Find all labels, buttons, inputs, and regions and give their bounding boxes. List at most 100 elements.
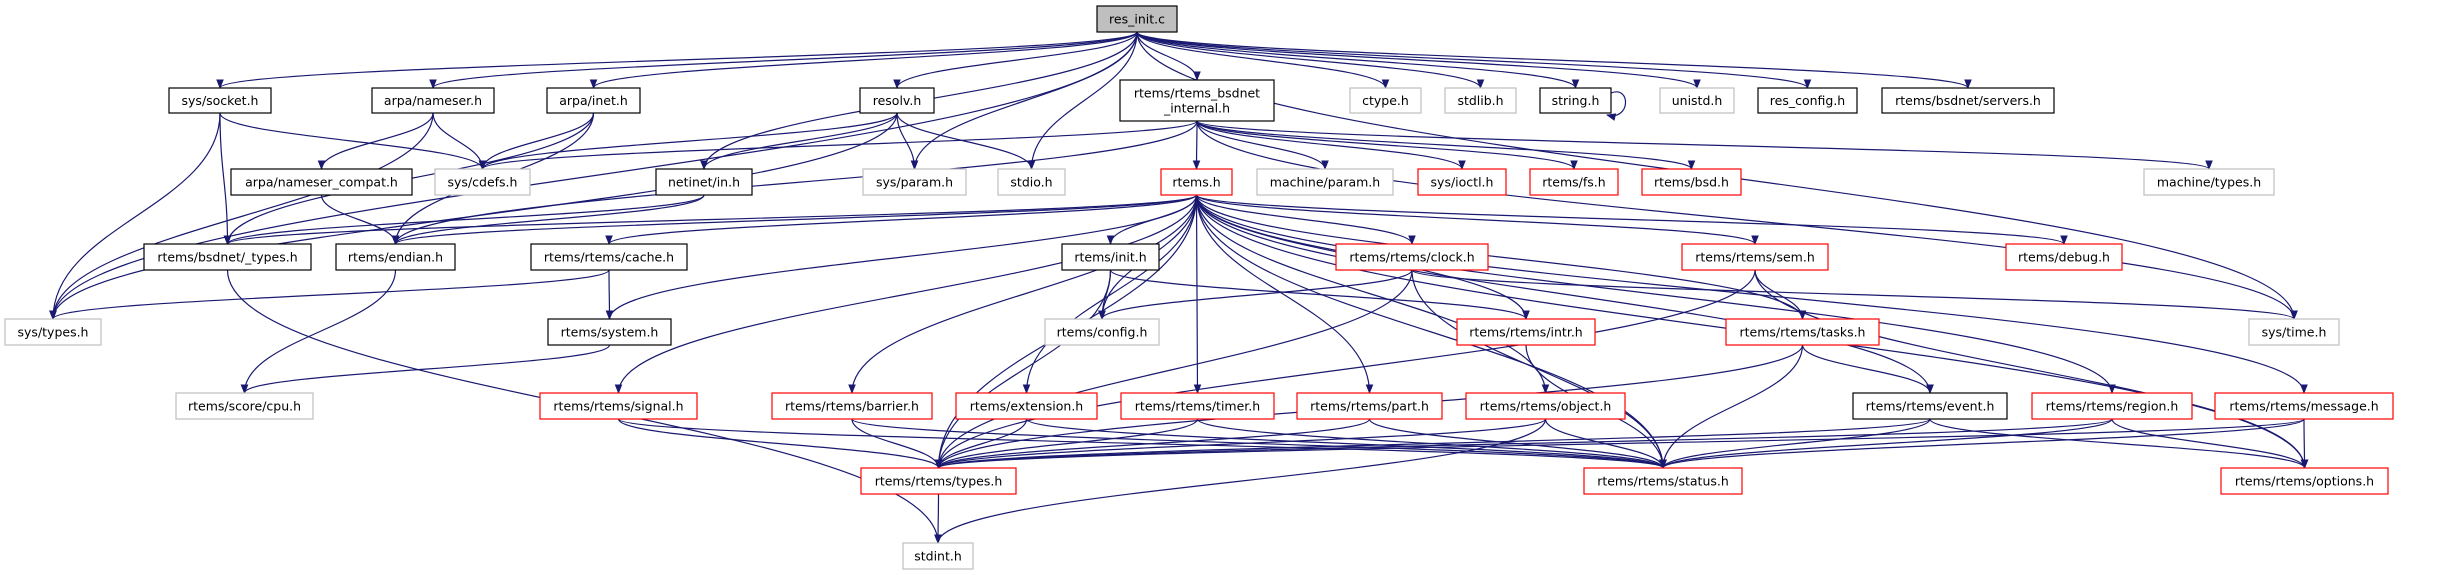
node-label: sys/time.h — [2262, 325, 2327, 340]
node-rtems-rtems-object-h[interactable]: rtems/rtems/object.h — [1465, 392, 1626, 420]
edge-res-init-c-to-arpa-inet-h — [589, 31, 1138, 89]
node-res-config-h[interactable]: res_config.h — [1757, 87, 1858, 114]
node-box — [1725, 318, 1880, 346]
node-sys-cdefs-h: sys/cdefs.h — [434, 168, 531, 196]
node-rtems-init-h[interactable]: rtems/init.h — [1061, 243, 1160, 271]
node-label: rtems/rtems/tasks.h — [1740, 325, 1866, 340]
edge-arpa-inet-h-to-sys-cdefs-h — [478, 112, 595, 170]
node-box — [434, 168, 531, 196]
edge-res-init-c-to-ctype-h — [1136, 31, 1390, 89]
edge-res-init-c-to-string-h — [1136, 31, 1580, 89]
node-rtems-bsdnet-types-h[interactable]: rtems/bsdnet/_types.h — [143, 243, 312, 271]
edge-rtems-h-to-rtems-debug-h — [1195, 194, 2068, 245]
edge-rtems-h-to-rtems-extension-h — [1022, 194, 1198, 394]
edge-rtems-rtems-message-h-to-rtems-rtems-options-h — [2300, 418, 2309, 469]
edge-rtems-rtems-bsdnet-internal-h-to-sys-ioctl-h — [1196, 120, 1466, 170]
node-rtems-rtems-event-h[interactable]: rtems/rtems/event.h — [1852, 392, 2008, 420]
node-box — [862, 168, 967, 196]
node-arpa-nameser-compat-h[interactable]: arpa/nameser_compat.h — [230, 168, 413, 196]
node-rtems-config-h: rtems/config.h — [1044, 318, 1160, 346]
node-label: ctype.h — [1362, 93, 1409, 108]
node-sys-socket-h[interactable]: sys/socket.h — [168, 87, 272, 114]
node-box — [902, 542, 974, 570]
node-label: machine/types.h — [2157, 175, 2261, 190]
edge-arpa-nameser-h-to-sys-types-h — [49, 112, 434, 320]
edge-resolv-h-to-sys-param-h — [896, 112, 919, 170]
node-rtems-rtems-sem-h[interactable]: rtems/rtems/sem.h — [1681, 243, 1829, 271]
node-label: string.h — [1552, 93, 1600, 108]
node-box — [655, 168, 753, 196]
node-rtems-rtems-intr-h[interactable]: rtems/rtems/intr.h — [1456, 318, 1596, 346]
node-label: stdio.h — [1010, 175, 1052, 190]
edge-rtems-rtems-signal-h-to-rtems-rtems-types-h — [617, 418, 943, 469]
node-rtems-rtems-signal-h[interactable]: rtems/rtems/signal.h — [539, 392, 698, 420]
node-rtems-rtems-bsdnet-internal-h[interactable]: rtems/rtems_bsdnet_internal.h — [1119, 79, 1275, 122]
node-machine-param-h: machine/param.h — [1256, 168, 1394, 196]
node-rtems-h[interactable]: rtems.h — [1160, 168, 1233, 196]
edge-rtems-rtems-region-h-to-rtems-rtems-status-h — [1659, 418, 2113, 469]
node-rtems-extension-h[interactable]: rtems/extension.h — [955, 392, 1098, 420]
node-box — [1119, 79, 1275, 122]
node-resolv-h[interactable]: resolv.h — [859, 87, 935, 114]
node-label: rtems/rtems/types.h — [875, 474, 1003, 489]
node-rtems-rtems-barrier-h[interactable]: rtems/rtems/barrier.h — [771, 392, 933, 420]
edge-rtems-init-h-to-rtems-rtems-types-h — [934, 269, 1112, 469]
node-rtems-system-h[interactable]: rtems/system.h — [547, 318, 672, 346]
edge-rtems-h-to-rtems-rtems-barrier-h — [848, 194, 1198, 394]
node-label: sys/ioctl.h — [1431, 175, 1494, 190]
node-label: machine/param.h — [1270, 175, 1380, 190]
node-label: arpa/nameser_compat.h — [245, 175, 398, 190]
node-box — [1335, 243, 1489, 271]
edge-rtems-h-to-rtems-bsdnet-types-h — [224, 194, 1198, 245]
node-rtems-rtems-message-h[interactable]: rtems/rtems/message.h — [2214, 392, 2394, 420]
node-rtems-rtems-cache-h[interactable]: rtems/rtems/cache.h — [530, 243, 688, 271]
node-rtems-rtems-options-h[interactable]: rtems/rtems/options.h — [2220, 467, 2389, 495]
node-box — [1659, 87, 1735, 114]
node-box — [371, 87, 495, 114]
edge-res-init-c-to-resolv-h — [893, 31, 1138, 89]
node-rtems-endian-h[interactable]: rtems/endian.h — [335, 243, 456, 271]
node-netinet-in-h[interactable]: netinet/in.h — [655, 168, 753, 196]
edge-sys-socket-h-to-sys-cdefs-h — [219, 112, 487, 170]
edge-rtems-rtems-sem-h-to-rtems-rtems-options-h — [1754, 269, 2309, 469]
node-rtems-rtems-part-h[interactable]: rtems/rtems/part.h — [1296, 392, 1443, 420]
node-label: rtems/rtems/intr.h — [1469, 325, 1582, 340]
edge-string-h-to-string-h — [1606, 91, 1627, 121]
node-rtems-rtems-region-h[interactable]: rtems/rtems/region.h — [2031, 392, 2193, 420]
node-rtems-bsdnet-servers-h[interactable]: rtems/bsdnet/servers.h — [1881, 87, 2055, 114]
node-rtems-rtems-tasks-h[interactable]: rtems/rtems/tasks.h — [1725, 318, 1880, 346]
node-box — [1583, 467, 1743, 495]
node-arpa-inet-h[interactable]: arpa/inet.h — [546, 87, 641, 114]
node-string-h[interactable]: string.h — [1539, 87, 1612, 114]
node-rtems-rtems-types-h[interactable]: rtems/rtems/types.h — [860, 467, 1017, 495]
node-box — [771, 392, 933, 420]
edge-res-init-c-to-unistd-h — [1136, 31, 1701, 89]
node-label: rtems/extension.h — [970, 399, 1083, 414]
edge-rtems-rtems-clock-h-to-rtems-rtems-types-h — [934, 269, 1413, 469]
edge-res-init-c-to-sys-param-h — [910, 31, 1138, 170]
edge-rtems-endian-h-to-rtems-score-cpu-h — [240, 269, 397, 394]
node-rtems-rtems-status-h[interactable]: rtems/rtems/status.h — [1583, 467, 1743, 495]
node-box — [860, 467, 1017, 495]
edge-rtems-extension-h-to-rtems-rtems-status-h — [1025, 418, 1667, 469]
node-label: unistd.h — [1672, 93, 1723, 108]
node-label: resolv.h — [873, 93, 922, 108]
node-box — [2248, 318, 2340, 346]
edge-rtems-rtems-tasks-h-to-rtems-rtems-event-h — [1801, 344, 1934, 394]
node-sys-ioctl-h[interactable]: sys/ioctl.h — [1417, 168, 1507, 196]
node-box — [1539, 87, 1612, 114]
node-label: rtems.h — [1172, 175, 1220, 190]
node-label: rtems/bsdnet/_types.h — [157, 250, 297, 265]
edge-rtems-rtems-barrier-h-to-rtems-rtems-status-h — [851, 418, 1667, 469]
node-rtems-debug-h[interactable]: rtems/debug.h — [2005, 243, 2123, 271]
node-rtems-rtems-timer-h[interactable]: rtems/rtems/timer.h — [1120, 392, 1275, 420]
node-label: rtems/system.h — [561, 325, 659, 340]
node-label: sys/param.h — [876, 175, 953, 190]
edge-rtems-init-h-to-rtems-rtems-intr-h — [1109, 269, 1530, 320]
node-rtems-fs-h[interactable]: rtems/fs.h — [1529, 168, 1619, 196]
node-rtems-rtems-clock-h[interactable]: rtems/rtems/clock.h — [1335, 243, 1489, 271]
node-label: rtems/init.h — [1074, 250, 1146, 265]
node-rtems-bsd-h[interactable]: rtems/bsd.h — [1641, 168, 1742, 196]
node-arpa-nameser-h[interactable]: arpa/nameser.h — [371, 87, 495, 114]
